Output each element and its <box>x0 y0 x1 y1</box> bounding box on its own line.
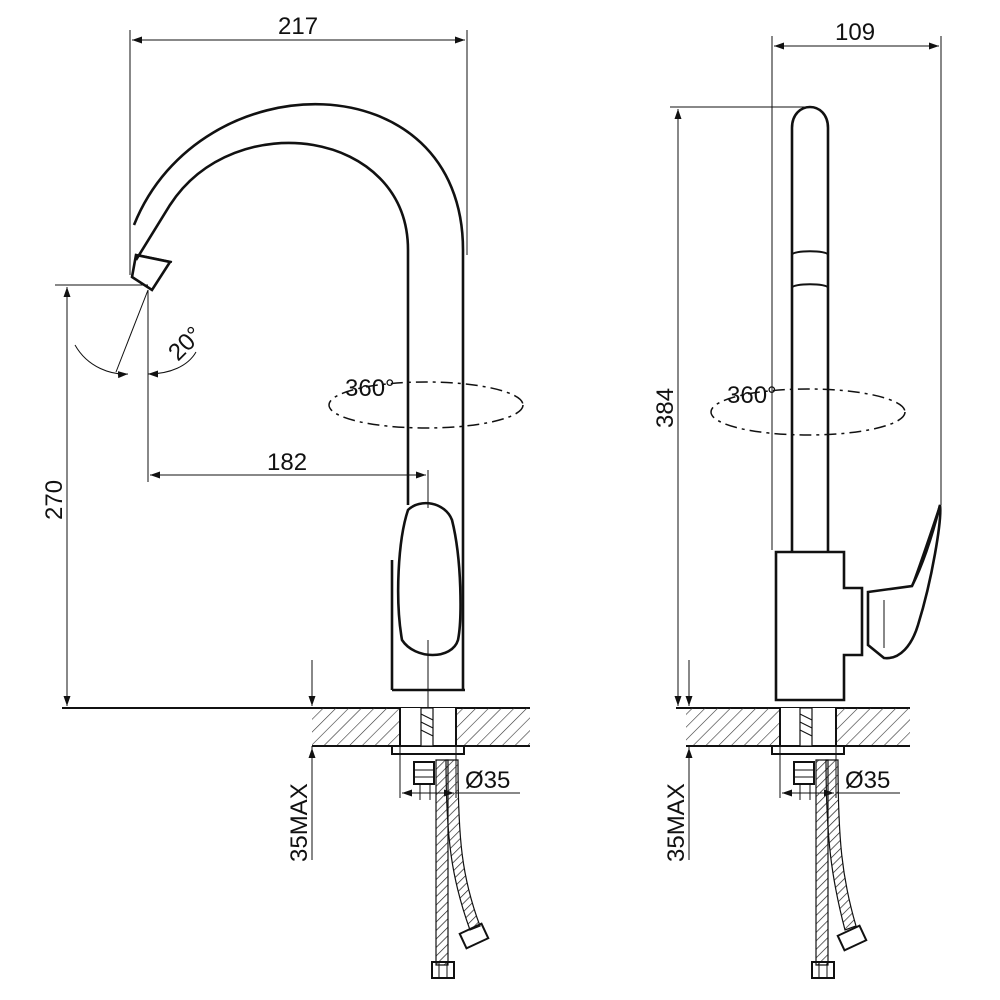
rotation-label-front: 360° <box>345 375 395 402</box>
dim-overall-height-side: 384 <box>652 106 810 706</box>
spout-side <box>790 105 830 552</box>
faucet-body-side <box>774 504 942 702</box>
faucet-body-front <box>390 501 465 708</box>
svg-text:35MAX: 35MAX <box>286 783 313 862</box>
dim-overall-width-front: 217 <box>129 13 468 275</box>
rotation-ellipse-front <box>328 381 524 429</box>
flexible-hoses-front <box>431 759 490 979</box>
front-view: 360° 217 182 270 20° <box>41 13 530 979</box>
dim-hole-diameter-side: Ø35 <box>779 746 900 798</box>
svg-text:Ø35: Ø35 <box>845 767 890 794</box>
svg-text:35MAX: 35MAX <box>663 783 690 862</box>
rotation-label-side: 360° <box>727 382 777 409</box>
dim-overall-depth-side: 109 <box>771 19 942 550</box>
countertop-section-side <box>676 707 910 747</box>
svg-text:217: 217 <box>278 13 318 40</box>
flexible-hoses-side <box>811 759 868 979</box>
svg-text:20°: 20° <box>163 321 208 366</box>
dim-max-thickness-side: 35MAX <box>663 660 693 862</box>
dim-spout-reach-front: 182 <box>147 290 429 508</box>
dim-spout-angle-front: 20° <box>74 289 208 379</box>
svg-text:270: 270 <box>41 480 68 520</box>
countertop-section-front <box>62 707 530 747</box>
rotation-ellipse-side <box>710 388 906 436</box>
svg-text:Ø35: Ø35 <box>465 767 510 794</box>
svg-text:384: 384 <box>652 388 679 428</box>
mounting-hardware-side <box>771 707 845 800</box>
side-view: 360° 109 384 35MAX <box>652 19 942 979</box>
svg-text:182: 182 <box>267 449 307 476</box>
dim-max-thickness-front: 35MAX <box>286 660 316 862</box>
svg-text:109: 109 <box>835 19 875 46</box>
gooseneck-spout-front <box>130 103 465 690</box>
dim-spout-height-front: 270 <box>41 284 148 706</box>
mounting-hardware-front <box>391 707 465 800</box>
